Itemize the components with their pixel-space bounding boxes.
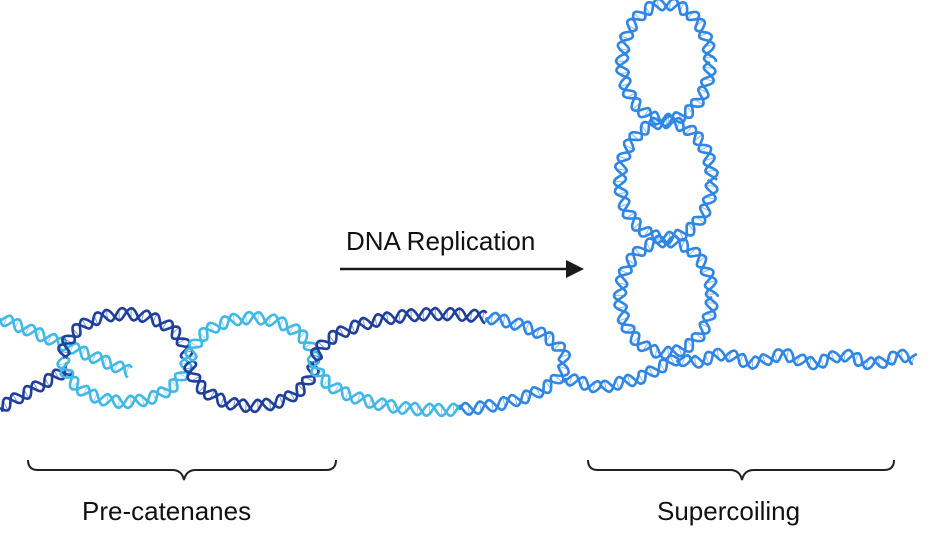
right-region-bracket	[587, 459, 895, 481]
parental-duplex-right	[675, 347, 918, 371]
loop-2-top	[184, 310, 321, 364]
pre-catenanes-illustration	[0, 306, 321, 414]
pre-catenanes-label: Pre-catenanes	[82, 496, 252, 526]
bubble-top-dark	[309, 306, 488, 364]
supercoil-loop-3	[612, 234, 720, 361]
supercoil-loop-1	[614, 0, 718, 128]
supercoiling-label: Supercoiling	[657, 496, 801, 526]
process-arrow	[340, 260, 584, 278]
loop-1-top	[57, 306, 194, 360]
process-label: DNA Replication	[346, 226, 536, 256]
supercoil-loop-2	[612, 115, 719, 246]
supercoiled-dna-illustration	[563, 0, 918, 394]
replication-bubble	[307, 306, 572, 418]
bubble-bottom-light	[307, 360, 461, 418]
parental-duplex	[563, 354, 681, 394]
loop-2-bottom	[183, 360, 320, 414]
bubble-top-mid	[484, 311, 572, 364]
bubble-bottom-mid	[458, 360, 570, 417]
left-region-bracket	[27, 459, 337, 481]
